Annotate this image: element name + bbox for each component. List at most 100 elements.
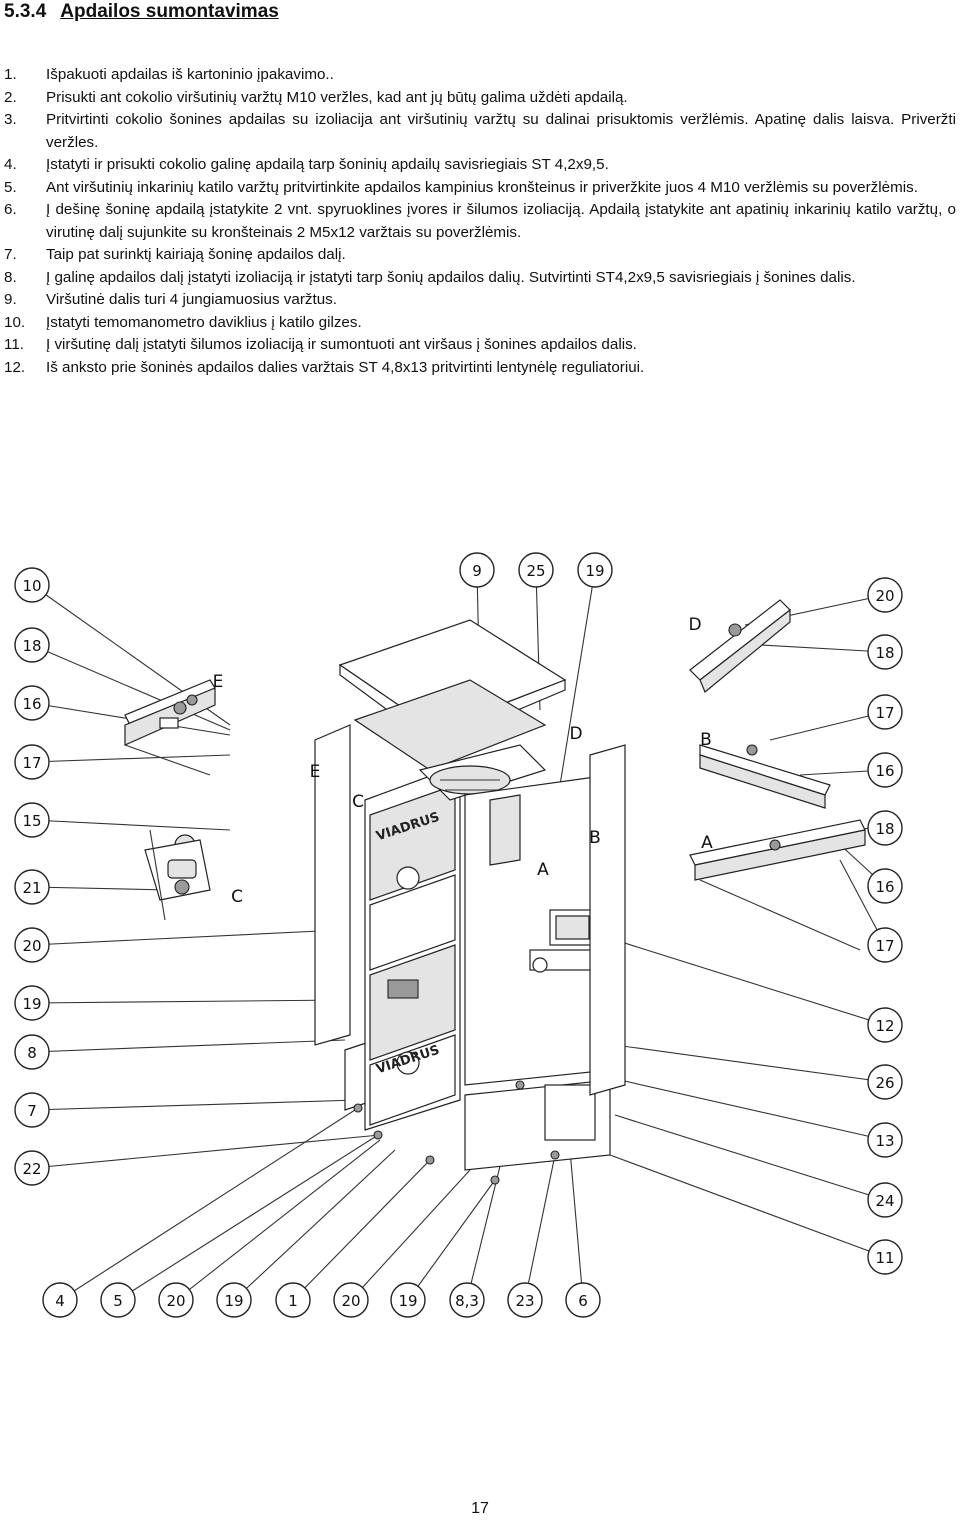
step-number: 10. [4, 313, 26, 331]
callout-circle [390, 1282, 426, 1318]
callout-leader [619, 1079, 886, 1141]
step-text: Į dešinę šoninę apdailą įstatykite 2 vnt… [46, 201, 956, 241]
callout-circle [867, 1239, 903, 1275]
detail-letter: A [701, 833, 713, 853]
step-text: Į viršutinę dalį įstatyti šilumos izolia… [46, 336, 637, 353]
callout-circle [14, 1150, 50, 1186]
callout-leader [31, 644, 231, 731]
boiler-top-pipes [418, 744, 547, 801]
callout-circle [459, 552, 495, 588]
callout-leader [614, 1114, 886, 1201]
callout-circle [14, 869, 50, 905]
step-item: 6.Į dešinę šoninę apdailą įstatykite 2 v… [4, 199, 956, 244]
callout-number: 9 [472, 562, 482, 580]
callout-number: 26 [875, 1074, 894, 1092]
callout-circle [14, 927, 50, 963]
rear-panel [589, 744, 626, 1096]
step-item: 1.Išpakuoti apdailas iš kartoninio įpaka… [4, 64, 956, 87]
callout-circle [42, 1282, 78, 1318]
callout-circle [14, 744, 50, 780]
callout-leader [759, 644, 886, 653]
callout-leader [350, 1169, 471, 1301]
callout-number: 12 [875, 1017, 894, 1035]
callout-circle [507, 1282, 543, 1318]
callout-circle [275, 1282, 311, 1318]
callout-leader [569, 1149, 584, 1301]
detail-letter: D [569, 724, 582, 744]
step-text: Prisukti ant cokolio viršutinių varžtų M… [46, 88, 628, 106]
callout-circle [14, 1034, 50, 1070]
callout-circle [867, 752, 903, 788]
step-number: 3. [4, 111, 17, 128]
step-item: 4.Įstatyti ir prisukti cokolio galinę ap… [4, 154, 956, 177]
section-title: Apdailos sumontavimas [60, 1, 279, 22]
step-number: 8. [4, 268, 17, 286]
callout-circle [518, 552, 554, 588]
callout-number: 23 [515, 1292, 534, 1310]
callout-leader [292, 1159, 431, 1301]
callout-leader [31, 1039, 346, 1053]
step-item: 10. Įstatyti temomanometro daviklius į ka… [4, 312, 956, 335]
callout-number: 4 [55, 1292, 65, 1310]
callout-number: 17 [875, 704, 894, 722]
step-number: 12. [4, 358, 26, 376]
callout-number: 22 [22, 1160, 41, 1178]
section-number: 5.3.4 [4, 1, 47, 22]
callout-number: 18 [22, 637, 41, 655]
callout-leader [31, 929, 341, 946]
bottom-screws [353, 1103, 500, 1185]
callout-number: 17 [875, 937, 894, 955]
callout-number: 18 [875, 644, 894, 662]
callout-leader [524, 1154, 556, 1301]
callout-leader [31, 886, 171, 891]
step-number: 2. [4, 88, 17, 106]
callout-leader [559, 569, 596, 786]
callout-number: 8 [27, 1044, 37, 1062]
callout-number: 17 [22, 754, 41, 772]
step-number: 9. [4, 291, 17, 308]
detail-letter: E [213, 672, 224, 692]
step-text: Ant viršutinių inkarinių katilo varžtų p… [46, 178, 918, 196]
step-text: Įstatyti temomanometro daviklius į katil… [46, 313, 362, 331]
callout-number: 15 [22, 812, 41, 830]
callout-circle [867, 927, 903, 963]
callout-circle [158, 1282, 194, 1318]
section-heading: 5.3.4 Apdailos sumontavimas [4, 1, 279, 23]
callout-leader [59, 1107, 359, 1301]
callout-circle [333, 1282, 369, 1318]
step-number: 1. [4, 66, 17, 83]
callout-leader [407, 1179, 496, 1301]
callout-circle [867, 577, 903, 613]
callout-circle [14, 627, 50, 663]
right-side-panel [464, 774, 611, 1171]
step-item: 7.Taip pat surinktį kairiają šoninę apda… [4, 244, 956, 267]
callout-number: 16 [875, 878, 894, 896]
left-side-panel [314, 724, 351, 1046]
callout-leader [609, 1154, 886, 1258]
detail-letter: C [352, 792, 364, 812]
callout-number: 19 [224, 1292, 243, 1310]
step-text: Pritvirtinti cokolio šonines apdailas su… [46, 111, 956, 151]
callout-leader [614, 1044, 886, 1083]
detail-a-drawing [689, 819, 866, 951]
callout-number: 13 [875, 1132, 894, 1150]
callout-circle [867, 868, 903, 904]
callout-number: 20 [22, 937, 41, 955]
callout-circle [867, 1122, 903, 1158]
callout-circle [867, 694, 903, 730]
callout-number: 7 [27, 1102, 37, 1120]
callout-circle [100, 1282, 136, 1318]
detail-letter: C [231, 887, 243, 907]
callout-number: 19 [22, 995, 41, 1013]
callout-leader [31, 819, 231, 831]
callout-leader-lines [31, 569, 886, 1301]
step-item: 2. Prisukti ant cokolio viršutinių varžtų… [4, 87, 956, 110]
callout-number: 19 [398, 1292, 417, 1310]
step-item: 3. Pritvirtinti cokolio šonines apdailas … [4, 109, 956, 154]
step-number: 4. [4, 156, 17, 173]
detail-letter: B [700, 730, 712, 750]
callout-number: 16 [22, 695, 41, 713]
callout-number: 6 [578, 1292, 588, 1310]
step-item: 12.Iš anksto prie šoninės apdailos dalie… [4, 357, 956, 380]
